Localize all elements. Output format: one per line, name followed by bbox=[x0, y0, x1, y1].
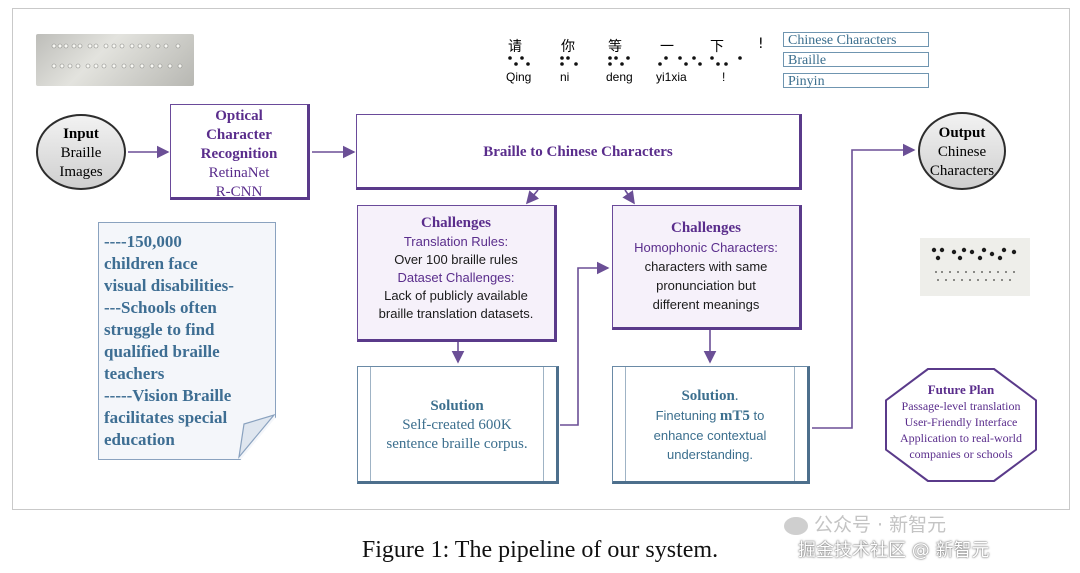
solution-left-title: Solution bbox=[430, 398, 484, 414]
solution-right-title-row: Solution. bbox=[613, 387, 807, 406]
solution-right-box: Solution. Finetuning mT5 to enhance cont… bbox=[612, 366, 810, 484]
solution-left-line1: Self-created 600K bbox=[402, 417, 512, 433]
pinyin-label: ! bbox=[722, 70, 726, 84]
solution-right-line1c: to bbox=[749, 408, 765, 423]
legend-chinese: Chinese Characters bbox=[783, 32, 929, 48]
future-item: companies or schools bbox=[909, 447, 1013, 461]
note-card: ----150,000 children face visual disabil… bbox=[98, 222, 276, 460]
legend-pinyin: Pinyin bbox=[783, 73, 929, 89]
braille-dots-top bbox=[51, 43, 183, 69]
chinese-char: ! bbox=[758, 36, 764, 52]
challenges-left-text2b: braille translation datasets. bbox=[378, 306, 534, 321]
chinese-char: 请 bbox=[508, 39, 522, 55]
note-line: education bbox=[104, 430, 175, 449]
chinese-char: 一 bbox=[660, 39, 674, 55]
ocr-box: Optical Character Recognition RetinaNet … bbox=[170, 104, 310, 200]
solution-left-line2: sentence braille corpus. bbox=[386, 436, 528, 452]
challenges-right-sub1: Homophonic Characters: bbox=[634, 240, 778, 255]
watermark-top: 公众号 · 新智元 bbox=[784, 510, 946, 537]
note-line: teachers bbox=[104, 364, 165, 383]
solution-right-title-suffix: . bbox=[734, 388, 739, 404]
watermark-top-text: 公众号 · 新智元 bbox=[814, 514, 947, 536]
note-line: struggle to find bbox=[104, 320, 215, 339]
pinyin-label: ni bbox=[560, 70, 570, 84]
future-item: User-Friendly Interface bbox=[904, 415, 1018, 429]
pinyin-label: Qing bbox=[506, 70, 532, 84]
challenges-right-text2: pronunciation but bbox=[656, 278, 756, 293]
solution-right-title: Solution bbox=[681, 388, 735, 404]
note-line: -----Vision Braille bbox=[104, 386, 232, 405]
solution-right-line2: enhance contextual bbox=[653, 428, 767, 443]
pinyin-label: deng bbox=[606, 70, 633, 84]
note-line: ---Schools often bbox=[104, 298, 217, 317]
ocr-line2: R-CNN bbox=[215, 184, 263, 200]
chinese-char: 等 bbox=[608, 39, 622, 55]
challenges-left-sub1: Translation Rules: bbox=[403, 234, 509, 249]
output-line2: Characters bbox=[929, 163, 995, 179]
ocr-title2: Character bbox=[206, 127, 272, 143]
challenges-right-box: Challenges Homophonic Characters: charac… bbox=[612, 205, 802, 330]
note-text: ----150,000 children face visual disabil… bbox=[99, 223, 275, 451]
output-node: Output Chinese Characters bbox=[918, 112, 1006, 190]
solution-right-line3: understanding. bbox=[666, 447, 753, 462]
ocr-title3: Recognition bbox=[200, 146, 278, 162]
challenges-left-text2a: Lack of publicly available bbox=[384, 288, 528, 303]
challenges-right-text1: characters with same bbox=[644, 259, 768, 274]
main-box: Braille to Chinese Characters bbox=[356, 114, 802, 190]
braille-photo-right bbox=[920, 238, 1030, 296]
main-title: Braille to Chinese Characters bbox=[483, 144, 673, 160]
watermark-bottom: 掘金技术社区 @ 新智元 bbox=[798, 540, 990, 561]
challenges-left-text1: Over 100 braille rules bbox=[394, 252, 518, 267]
chinese-char: 你 bbox=[561, 39, 575, 55]
input-line1: Braille bbox=[60, 145, 102, 161]
braille-dots-right bbox=[931, 247, 1017, 281]
output-line1: Chinese bbox=[937, 144, 987, 160]
future-plan-inner: Future Plan Passage-level translation Us… bbox=[887, 370, 1035, 480]
solution-right-model: mT5 bbox=[719, 408, 750, 424]
note-line: qualified braille bbox=[104, 342, 220, 361]
note-line: children face bbox=[104, 254, 198, 273]
challenges-left-box: Challenges Translation Rules: Over 100 b… bbox=[357, 205, 557, 342]
ocr-title1: Optical bbox=[215, 108, 263, 124]
pinyin-label: yi1xia bbox=[656, 70, 687, 84]
future-item: Passage-level translation bbox=[901, 399, 1021, 413]
output-title: Output bbox=[938, 125, 986, 141]
note-line: visual disabilities- bbox=[104, 276, 234, 295]
note-line: facilitates special bbox=[104, 408, 228, 427]
future-item: Application to real-world bbox=[900, 431, 1022, 445]
input-line2: Images bbox=[59, 164, 103, 180]
challenges-right-text3: different meanings bbox=[652, 297, 760, 312]
future-title: Future Plan bbox=[927, 382, 995, 397]
solution-left-box: Solution Self-created 600K sentence brai… bbox=[357, 366, 559, 484]
challenges-left-title: Challenges bbox=[420, 215, 491, 231]
solution-left-rule bbox=[543, 367, 544, 481]
solution-right-rule bbox=[794, 367, 795, 481]
ocr-line1: RetinaNet bbox=[208, 165, 270, 181]
solution-right-line1: Finetuning mT5 to bbox=[613, 406, 807, 426]
input-node: Input Braille Images bbox=[36, 114, 126, 190]
challenges-left-sub2: Dataset Challenges: bbox=[397, 270, 515, 285]
legend-braille: Braille bbox=[783, 52, 929, 68]
future-plan-node: Future Plan Passage-level translation Us… bbox=[885, 368, 1037, 482]
wechat-icon bbox=[784, 516, 808, 535]
figure-caption: Figure 1: The pipeline of our system. bbox=[361, 537, 719, 563]
note-line: ----150,000 bbox=[104, 232, 182, 251]
challenges-right-title: Challenges bbox=[670, 220, 741, 236]
solution-right-line1a: Finetuning bbox=[655, 408, 720, 423]
chinese-char: 下 bbox=[710, 39, 724, 55]
input-title: Input bbox=[63, 126, 99, 142]
solution-left-rule bbox=[370, 367, 371, 481]
braille-photo-top bbox=[36, 34, 194, 86]
solution-right-rule bbox=[625, 367, 626, 481]
